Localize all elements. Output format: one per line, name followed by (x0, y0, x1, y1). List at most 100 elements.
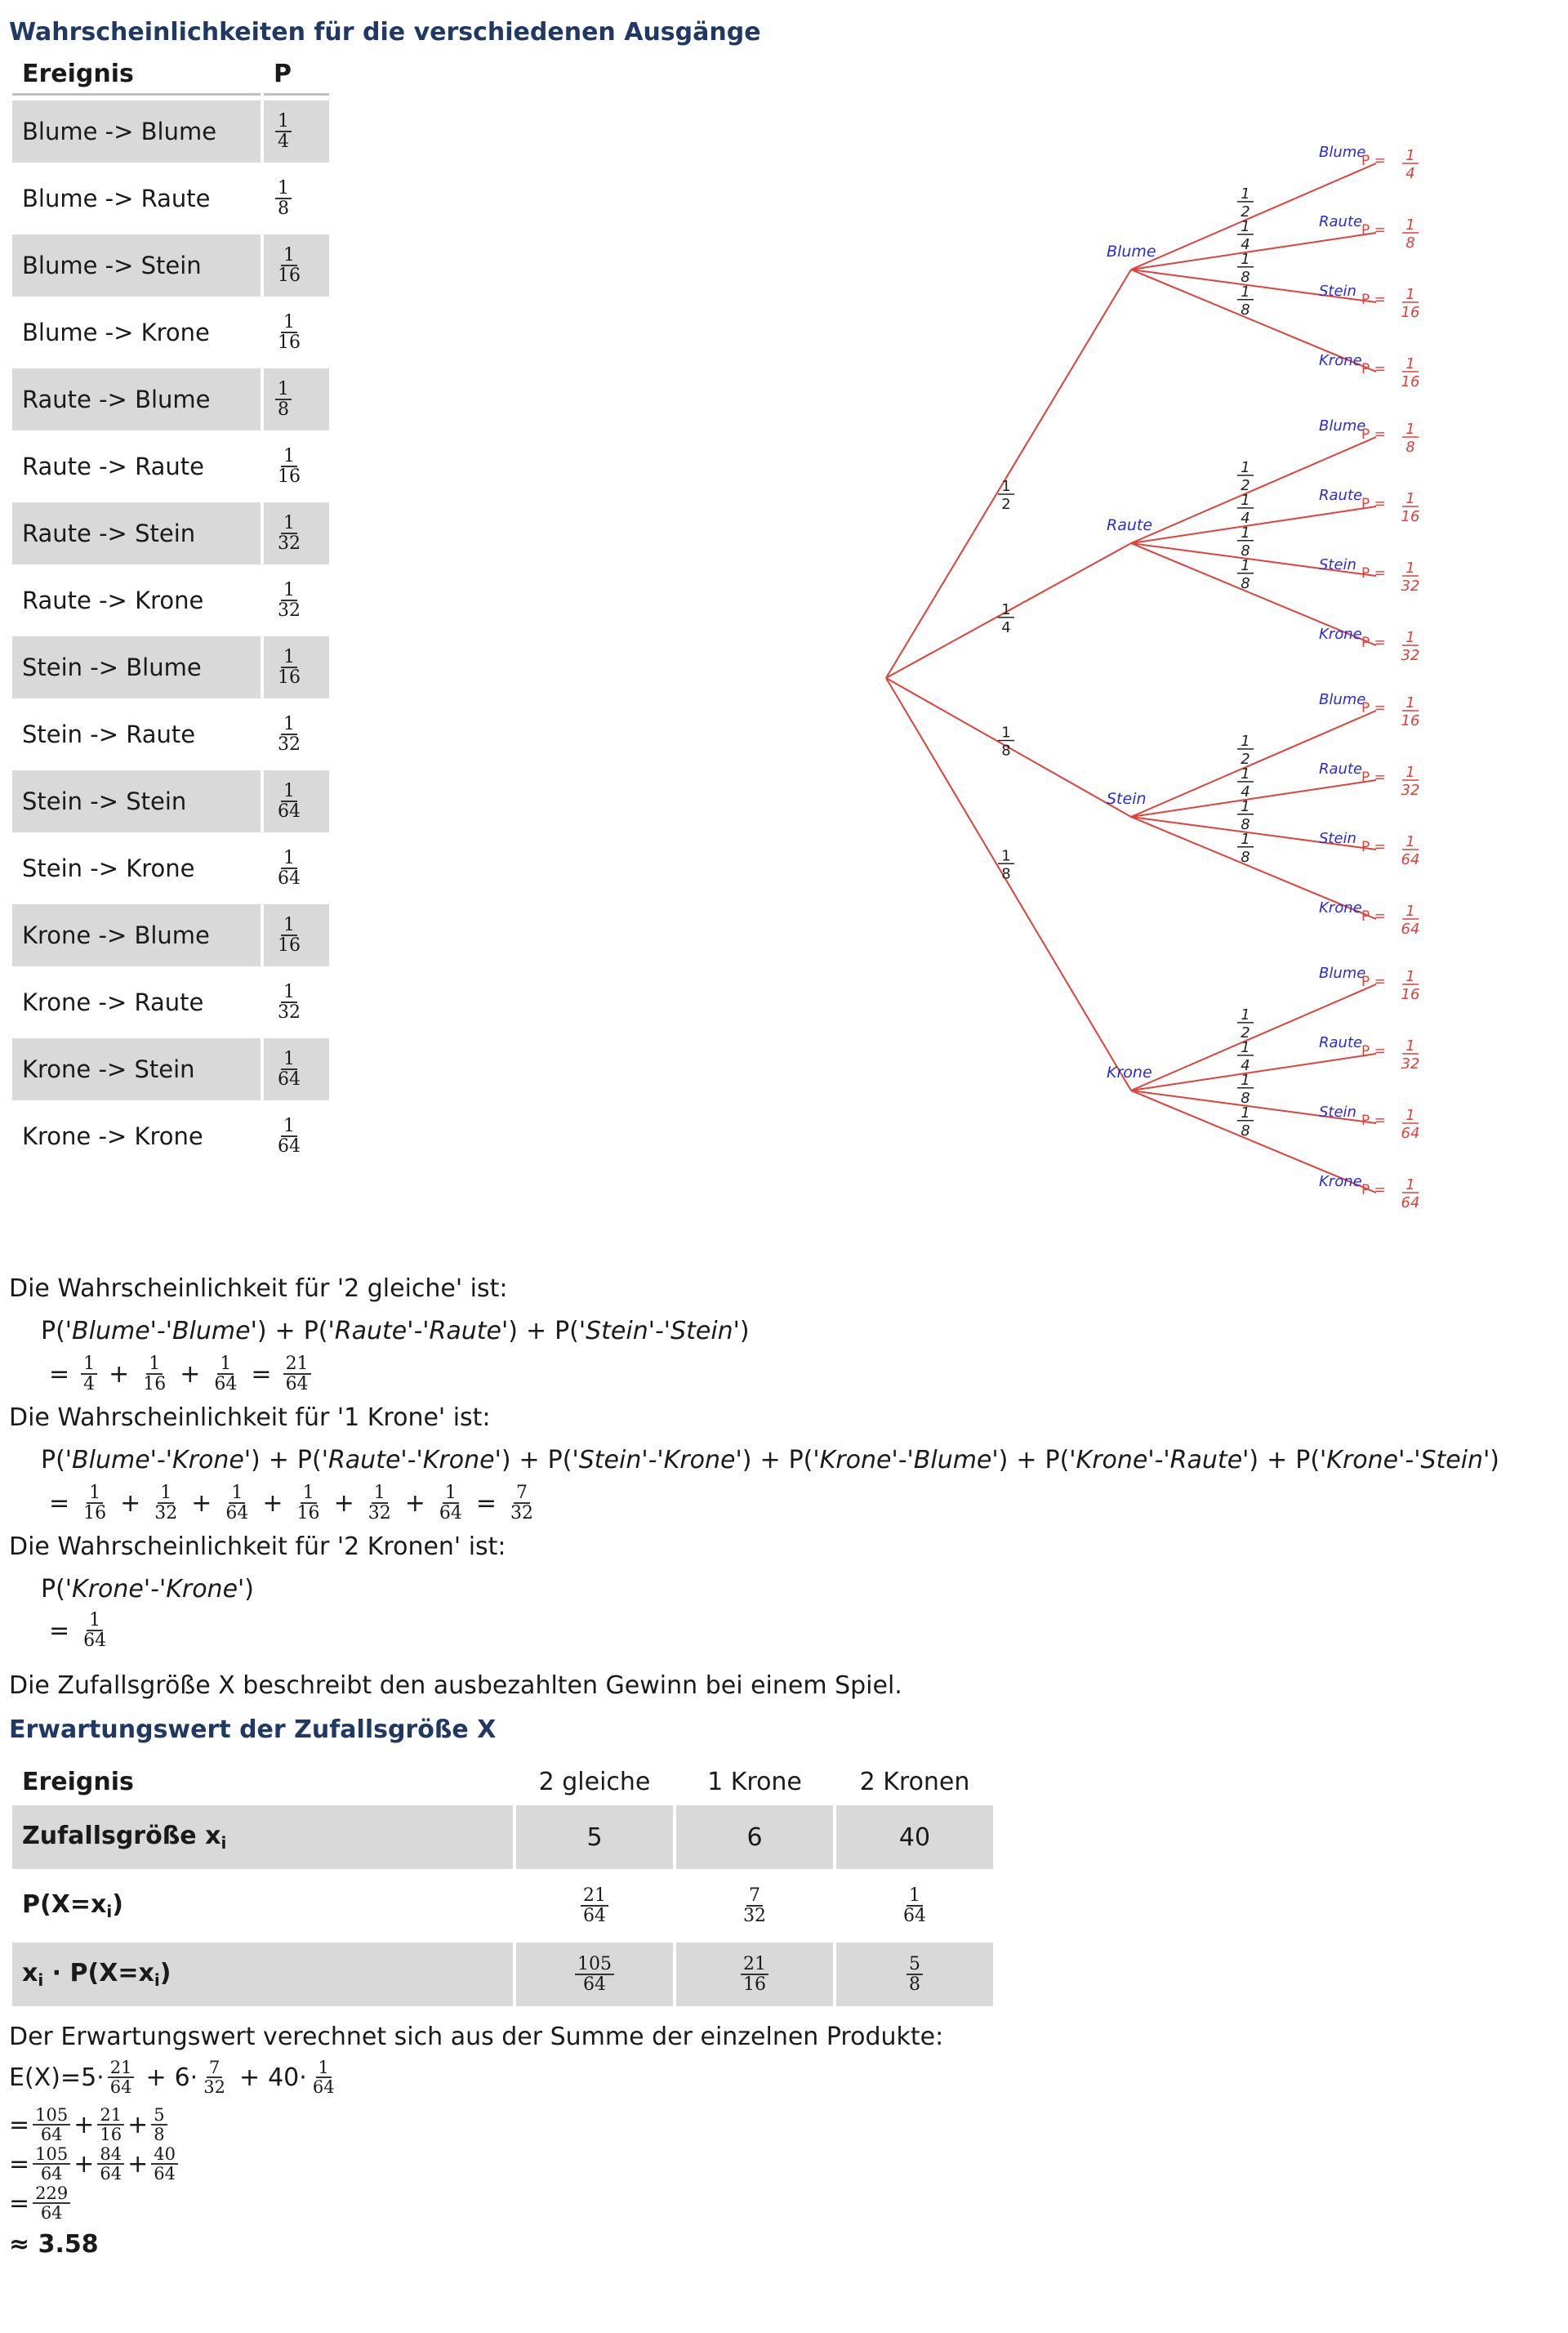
fraction-part: 32 (1401, 782, 1420, 799)
row-label-random-variable: Zufallsgröße xi (12, 1805, 513, 1869)
fraction-part: 1 (1405, 490, 1414, 507)
math-symbol: = (9, 2110, 30, 2139)
denominator: 32 (368, 1503, 391, 1524)
numerator: 1 (281, 447, 297, 467)
node-label-blume: Blume (1107, 243, 1156, 261)
math-symbol: · (299, 2063, 307, 2092)
tree-branch (885, 677, 1132, 818)
math-symbol: + (274, 1317, 296, 1345)
branch-probability: 18 (1237, 283, 1254, 319)
branch-probability: 18 (1237, 1104, 1254, 1140)
tree-branch (885, 542, 1132, 679)
leaf-label: Blume (1319, 144, 1365, 161)
expectation-result: ≈ 3.58 (9, 2230, 99, 2259)
numerator: 1 (906, 1886, 923, 1907)
denominator: 16 (83, 1503, 107, 1524)
numerator: 21 (283, 1354, 311, 1376)
column-header-2-kronen: 2 Kronen (859, 1767, 970, 1796)
numerator: 1 (281, 782, 297, 802)
numerator: 84 (97, 2145, 125, 2166)
tree-branch (1130, 1090, 1377, 1193)
fraction-part: 1 (1001, 478, 1010, 495)
math-symbol: ') (733, 1317, 750, 1345)
numerator: 1 (281, 1050, 297, 1070)
numerator: 1 (300, 1483, 317, 1505)
math-symbol: + (74, 2110, 95, 2139)
fraction-part: 1 (1241, 283, 1250, 301)
fraction-part: 8 (1001, 865, 1010, 882)
leaf-prob-prefix: P = (1361, 769, 1386, 786)
fraction-part: 4 (1241, 1057, 1250, 1074)
leaf-prob-prefix: P = (1361, 496, 1386, 512)
fraction-part: 8 (1241, 816, 1250, 833)
row-label-probability: P(X=xi) (22, 1890, 123, 1921)
fraction-part: 1 (1405, 968, 1414, 985)
denominator: 8 (909, 1974, 920, 1995)
denominator: 4 (83, 1374, 96, 1395)
denominator: 64 (583, 1974, 606, 1995)
denominator: 64 (278, 1069, 301, 1090)
denominator: 32 (278, 533, 301, 554)
branch-probability: 18 (1237, 798, 1254, 833)
fraction-part: 16 (1401, 508, 1420, 525)
denominator: 64 (583, 1906, 606, 1926)
fraction-part: 1 (1241, 459, 1250, 476)
fraction-part: 1 (1405, 1107, 1414, 1124)
leaf-prob-prefix: P = (1361, 153, 1386, 169)
fraction-part: 1 (1405, 1037, 1414, 1055)
fraction-part: 8 (1241, 542, 1250, 560)
fraction-part: 8 (1405, 234, 1414, 252)
leaf-probability: 132 (1401, 629, 1420, 664)
math-symbol: + (238, 2063, 261, 2092)
math-symbol: 6 (174, 2063, 190, 2092)
leaf-prob-prefix: P = (1361, 1182, 1386, 1198)
fraction-part: 2 (1001, 496, 1010, 513)
math-symbol: + (1267, 1446, 1288, 1474)
branch-probability: 18 (998, 725, 1014, 760)
math-symbol: + (268, 1446, 289, 1474)
math-symbol: = (9, 2149, 30, 2179)
numerator: 105 (575, 1955, 614, 1975)
fraction-part: 1 (1405, 560, 1414, 577)
numerator: 1 (281, 648, 297, 668)
fraction-part: 2 (1241, 477, 1250, 494)
column-header-p: P (264, 56, 329, 96)
leaf-label: Stein (1319, 830, 1356, 847)
tree-branch (1130, 269, 1377, 372)
fraction-part: 64 (1401, 851, 1420, 868)
event-term: Krone'-'Krone (72, 1575, 238, 1604)
leaf-probability: 132 (1401, 560, 1420, 595)
denominator: 64 (225, 1503, 249, 1524)
numerator: 5 (151, 2106, 167, 2126)
math-symbol: + (127, 2149, 149, 2179)
numerator: 1 (281, 246, 297, 266)
fraction-part: 8 (1405, 439, 1414, 456)
numerator: 229 (33, 2184, 71, 2205)
leaf-label: Stein (1319, 283, 1356, 300)
branch-probability: 18 (1237, 524, 1254, 560)
numerator: 7 (513, 1483, 530, 1505)
leaf-prob-prefix: P = (1361, 292, 1386, 308)
fraction-part: 2 (1241, 203, 1250, 221)
